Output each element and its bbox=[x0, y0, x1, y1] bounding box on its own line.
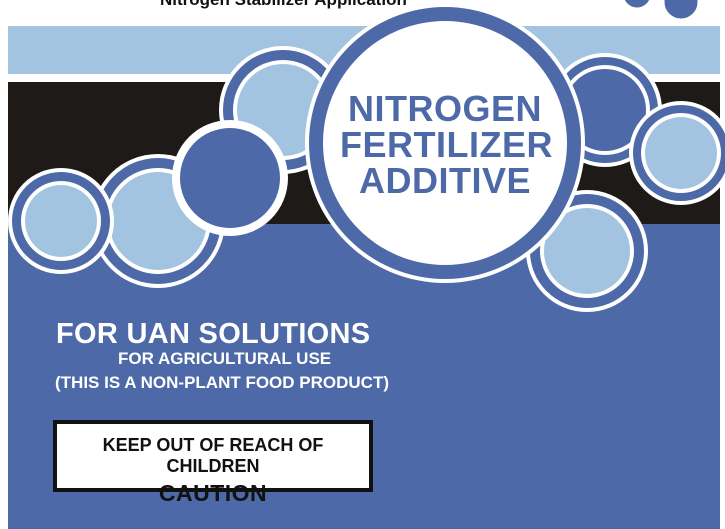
corner-circles bbox=[621, 0, 701, 22]
keep-out-warning: KEEP OUT OF REACH OF CHILDREN bbox=[102, 435, 324, 476]
central-badge-circle bbox=[305, 3, 585, 283]
subtitle-use: FOR AGRICULTURAL USE bbox=[118, 349, 332, 368]
title-line-3: ADDITIVE bbox=[358, 160, 531, 201]
circle-right-edge bbox=[629, 101, 725, 205]
cropped-header-text: Nitrogen Stabilizer Application bbox=[160, 0, 407, 10]
title-line-1: NITROGEN bbox=[347, 88, 542, 129]
product-title: NITROGEN FERTILIZER ADDITIVE bbox=[340, 88, 553, 201]
caution-box: KEEP OUT OF REACH OF CHILDREN CAUTION bbox=[53, 420, 373, 506]
subtitle-product-type: (THIS IS A NON-PLANT FOOD PRODUCT) bbox=[55, 373, 389, 392]
circle-solid-blue bbox=[172, 120, 288, 236]
circle-left-edge bbox=[8, 168, 114, 274]
caution-label: CAUTION bbox=[158, 480, 268, 506]
title-line-2: FERTILIZER bbox=[340, 124, 553, 165]
top-cropped-header: Nitrogen Stabilizer Application bbox=[0, 0, 725, 26]
headline: FOR UAN SOLUTIONS bbox=[56, 318, 371, 350]
